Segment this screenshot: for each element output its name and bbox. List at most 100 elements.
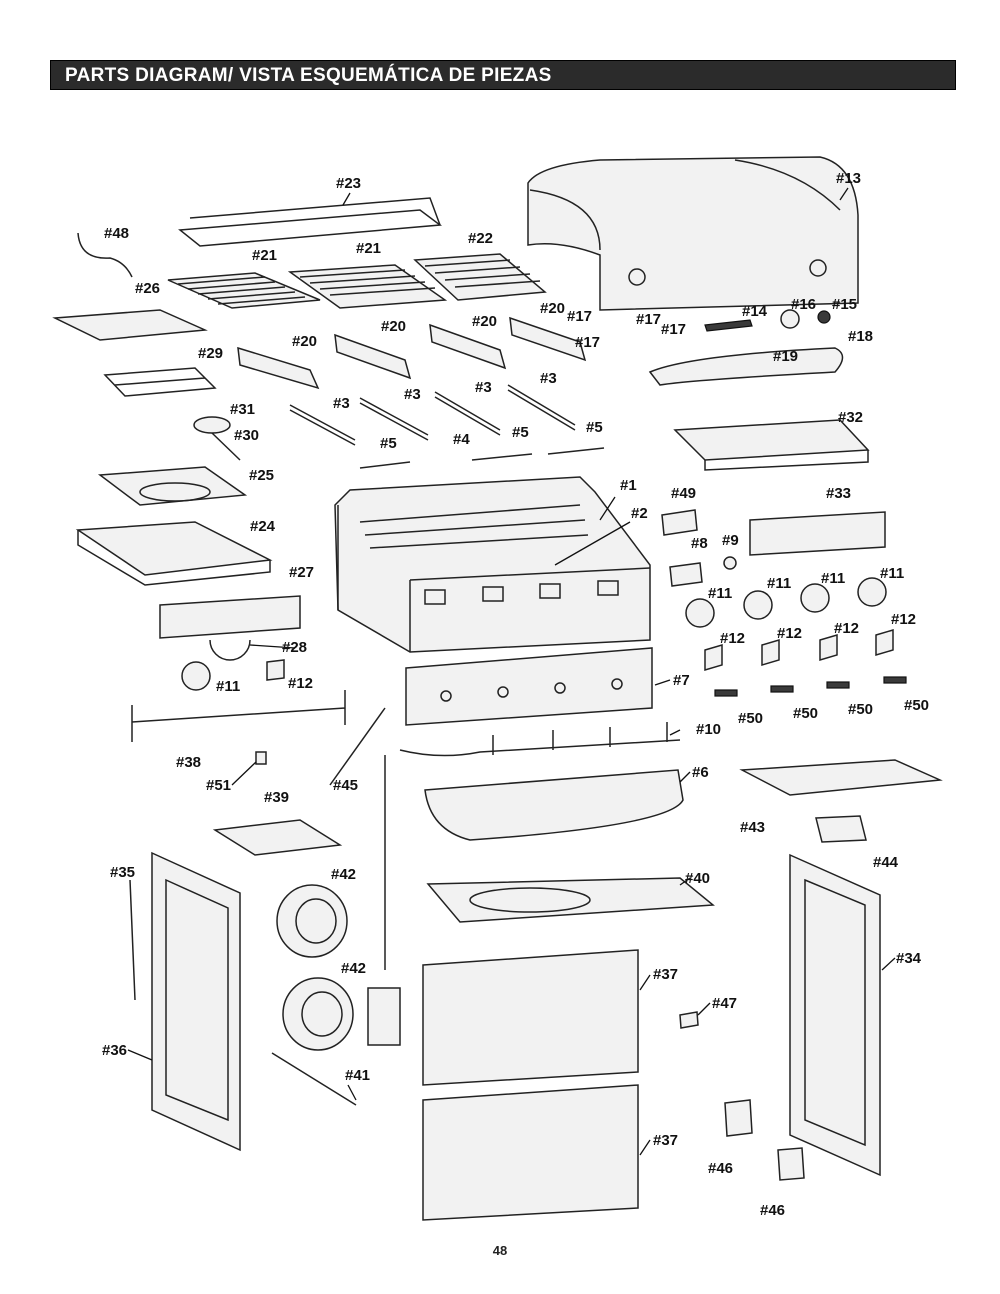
bottom-shelf — [426, 877, 715, 923]
control-knob-bezels — [685, 577, 887, 628]
side-knob-bezel — [266, 659, 285, 681]
cooking-grate-right — [413, 253, 547, 301]
regulator-tag — [367, 987, 401, 1046]
callout-29: #29 — [198, 345, 223, 362]
leader-lines — [127, 187, 896, 1156]
control-panel — [405, 647, 653, 726]
side-burner-pan — [97, 466, 248, 506]
cylinder-shield — [212, 819, 343, 856]
page-title: PARTS DIAGRAM/ VISTA ESQUEMÁTICA DE PIEZ… — [65, 65, 552, 86]
callout-7: #7 — [673, 672, 690, 689]
side-burner-frame — [75, 521, 273, 576]
callout-17d: #17 — [575, 334, 600, 351]
door-upper — [422, 949, 639, 1086]
grease-cup — [815, 815, 867, 843]
callout-46b: #46 — [760, 1202, 785, 1219]
cooking-grate-left — [167, 272, 321, 309]
callout-17b: #17 — [636, 311, 661, 328]
callout-43: #43 — [740, 819, 765, 836]
callout-35: #35 — [110, 864, 135, 881]
axle — [271, 1052, 357, 1106]
callout-23: #23 — [336, 175, 361, 192]
callout-14: #14 — [742, 303, 768, 320]
callout-1: #1 — [620, 477, 637, 494]
igniter-module — [661, 509, 698, 536]
callout-41: #41 — [345, 1067, 370, 1084]
callout-36: #36 — [102, 1042, 127, 1059]
callout-20d: #20 — [540, 300, 565, 317]
knob-labels — [714, 676, 907, 697]
caster-lower — [777, 1147, 805, 1181]
bottom-brace — [131, 690, 346, 742]
thermometer-bezel — [780, 309, 800, 329]
left-cart-frame — [151, 851, 241, 1152]
callout-11e: #11 — [216, 678, 240, 695]
callout-50b: #50 — [793, 705, 818, 722]
callout-32: #32 — [838, 409, 863, 426]
side-burner — [193, 416, 241, 461]
callout-25: #25 — [249, 467, 274, 484]
callout-34: #34 — [896, 950, 922, 967]
callout-13: #13 — [836, 170, 861, 187]
callout-20c: #20 — [472, 313, 497, 330]
callout-26: #26 — [135, 280, 160, 297]
callout-30: #30 — [234, 427, 259, 444]
callout-21b: #21 — [356, 240, 381, 257]
control-knobs — [704, 628, 894, 672]
igniter-electrode — [329, 707, 386, 786]
callout-11c: #11 — [821, 570, 845, 587]
right-side-shelf — [673, 419, 870, 471]
callout-40: #40 — [685, 870, 710, 887]
callout-labels: #23 #13 #48 #21 #21 #22 #26 #20 #17 #17 … — [102, 170, 929, 1219]
igniter-wire — [77, 232, 133, 278]
callout-3c: #3 — [475, 379, 492, 396]
parts-diagram: #23 #13 #48 #21 #21 #22 #26 #20 #17 #17 … — [52, 156, 943, 1221]
callout-5a: #5 — [380, 435, 397, 452]
callout-46a: #46 — [708, 1160, 733, 1177]
callout-12e: #12 — [288, 675, 313, 692]
callout-3b: #3 — [404, 386, 421, 403]
callout-42a: #42 — [331, 866, 356, 883]
callout-5b: #5 — [512, 424, 529, 441]
tool-chain — [129, 879, 136, 1001]
right-bottom-shelf — [739, 759, 943, 796]
warming-rack — [178, 197, 443, 247]
door-lower — [422, 1084, 639, 1221]
door-handle-knob — [679, 1011, 699, 1029]
carryover-tubes — [359, 447, 605, 469]
callout-4: #4 — [453, 431, 470, 448]
cooking-grate-center — [287, 264, 448, 309]
callout-42b: #42 — [341, 960, 366, 977]
callout-5c: #5 — [586, 419, 603, 436]
callout-39: #39 — [264, 789, 289, 806]
callout-10: #10 — [696, 721, 721, 738]
callout-17a: #17 — [567, 308, 592, 325]
callout-45: #45 — [333, 777, 358, 794]
callout-51: #51 — [206, 777, 231, 794]
callout-50c: #50 — [848, 701, 873, 718]
clip — [255, 751, 267, 765]
callout-22: #22 — [468, 230, 493, 247]
thermometer — [817, 310, 831, 324]
header-bar: PARTS DIAGRAM/ VISTA ESQUEMÁTICA DE PIEZ… — [50, 60, 956, 90]
lid-handle — [648, 347, 844, 386]
right-cart-frame — [789, 853, 881, 1177]
side-burner-lid — [52, 309, 208, 341]
callout-2: #2 — [631, 505, 648, 522]
callout-37a: #37 — [653, 966, 678, 983]
callout-8: #8 — [691, 535, 708, 552]
callout-16: #16 — [791, 296, 816, 313]
gas-manifold — [399, 722, 681, 757]
callout-20b: #20 — [381, 318, 406, 335]
callout-18: #18 — [848, 328, 873, 345]
callout-17c: #17 — [661, 321, 686, 338]
callout-50d: #50 — [904, 697, 929, 714]
callout-3d: #3 — [540, 370, 557, 387]
burner-tubes — [289, 384, 576, 446]
callout-50a: #50 — [738, 710, 763, 727]
callout-9: #9 — [722, 532, 739, 549]
callout-11a: #11 — [708, 585, 732, 602]
side-burner-knob-bezel — [209, 639, 251, 661]
callout-19: #19 — [773, 348, 798, 365]
callout-12c: #12 — [834, 620, 859, 637]
